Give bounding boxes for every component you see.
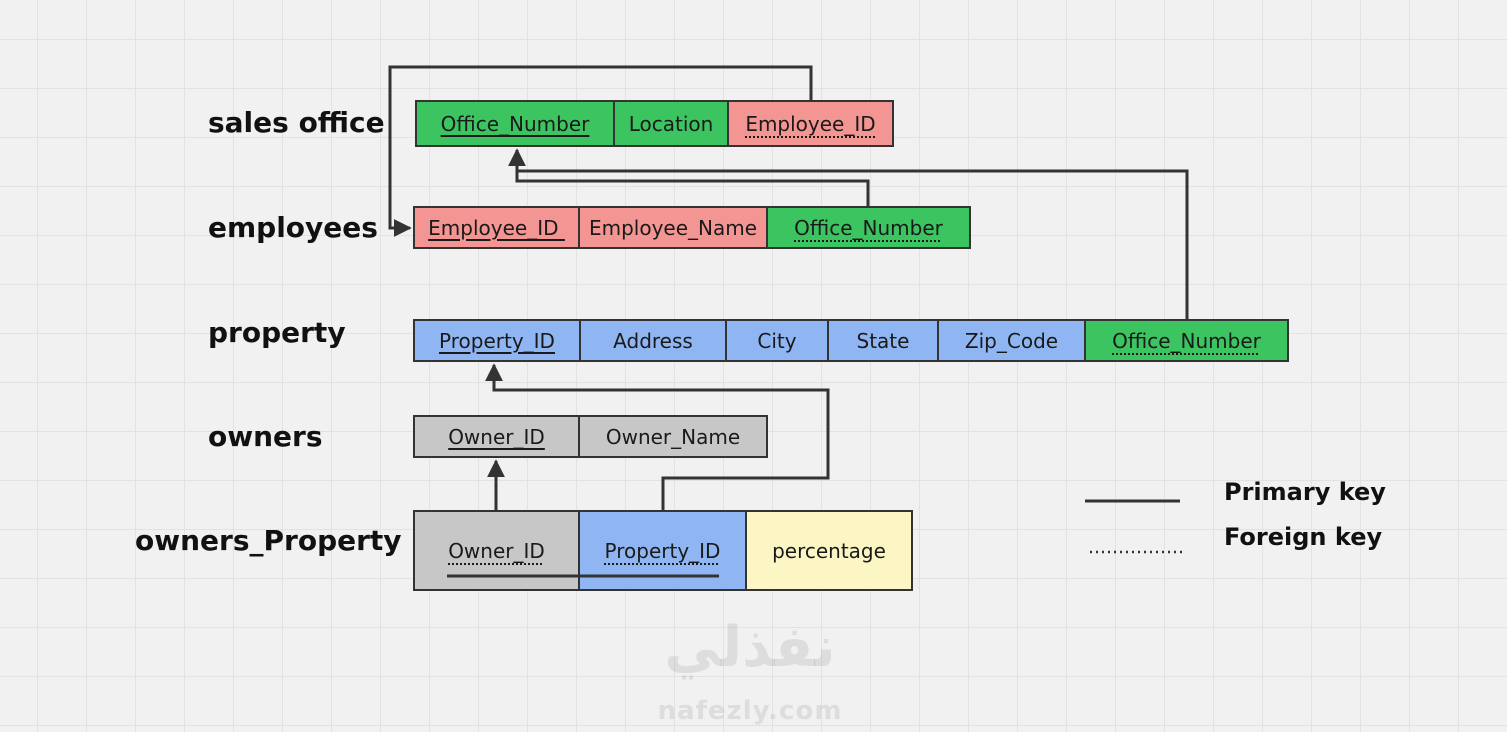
table-label-owners-property: owners_Property (135, 524, 402, 557)
column-label: Owner_ID (448, 538, 545, 563)
column-label: Office_Number (440, 111, 590, 136)
column-office-number: Office_Number (1084, 319, 1289, 362)
legend-foreign-key-label: Foreign key (1224, 523, 1383, 551)
column-location: Location (613, 100, 729, 147)
column-label: Zip_Code (964, 328, 1059, 353)
column-label: Property_ID (604, 538, 721, 563)
column-office-number: Office_Number (415, 100, 615, 147)
column-label: Owner_ID (448, 424, 545, 449)
column-owner-name: Owner_Name (578, 415, 768, 458)
relationship-line-property-id (485, 363, 830, 510)
relationship-line-property-office (517, 169, 1189, 319)
column-label: Address (613, 328, 693, 353)
watermark-arabic: نفذلي (664, 615, 836, 680)
table-label-owners: owners (208, 420, 323, 453)
column-property-id: Property_ID (413, 319, 581, 362)
relationship-line-employees-office (508, 148, 870, 206)
column-label: Office_Number (794, 215, 943, 240)
column-state: State (827, 319, 939, 362)
legend-primary-key-label: Primary key (1224, 478, 1386, 506)
column-label: Employee_ID (428, 215, 565, 240)
table-label-property: property (208, 316, 346, 349)
column-label: Employee_ID (745, 111, 876, 136)
table-label-employees: employees (208, 211, 378, 244)
column-label: Office_Number (1112, 328, 1261, 353)
column-address: Address (579, 319, 727, 362)
column-employee-id: Employee_ID (413, 206, 580, 249)
column-label: Location (628, 111, 714, 136)
relationship-line-employee-id (388, 65, 813, 237)
column-label: Owner_Name (605, 424, 741, 449)
column-employee-name: Employee_Name (578, 206, 768, 249)
column-label: State (856, 328, 910, 353)
column-label: Employee_Name (588, 215, 758, 240)
table-label-sales-office: sales office (208, 106, 385, 139)
column-employee-id: Employee_ID (727, 100, 894, 147)
column-percentage: percentage (745, 510, 913, 591)
column-owner-id: Owner_ID (413, 415, 580, 458)
column-label: percentage (772, 538, 886, 563)
column-office-number: Office_Number (766, 206, 971, 249)
column-city: City (725, 319, 829, 362)
column-label: City (757, 328, 797, 353)
watermark-latin: nafezly.com (657, 696, 843, 726)
column-label: Property_ID (439, 328, 555, 353)
